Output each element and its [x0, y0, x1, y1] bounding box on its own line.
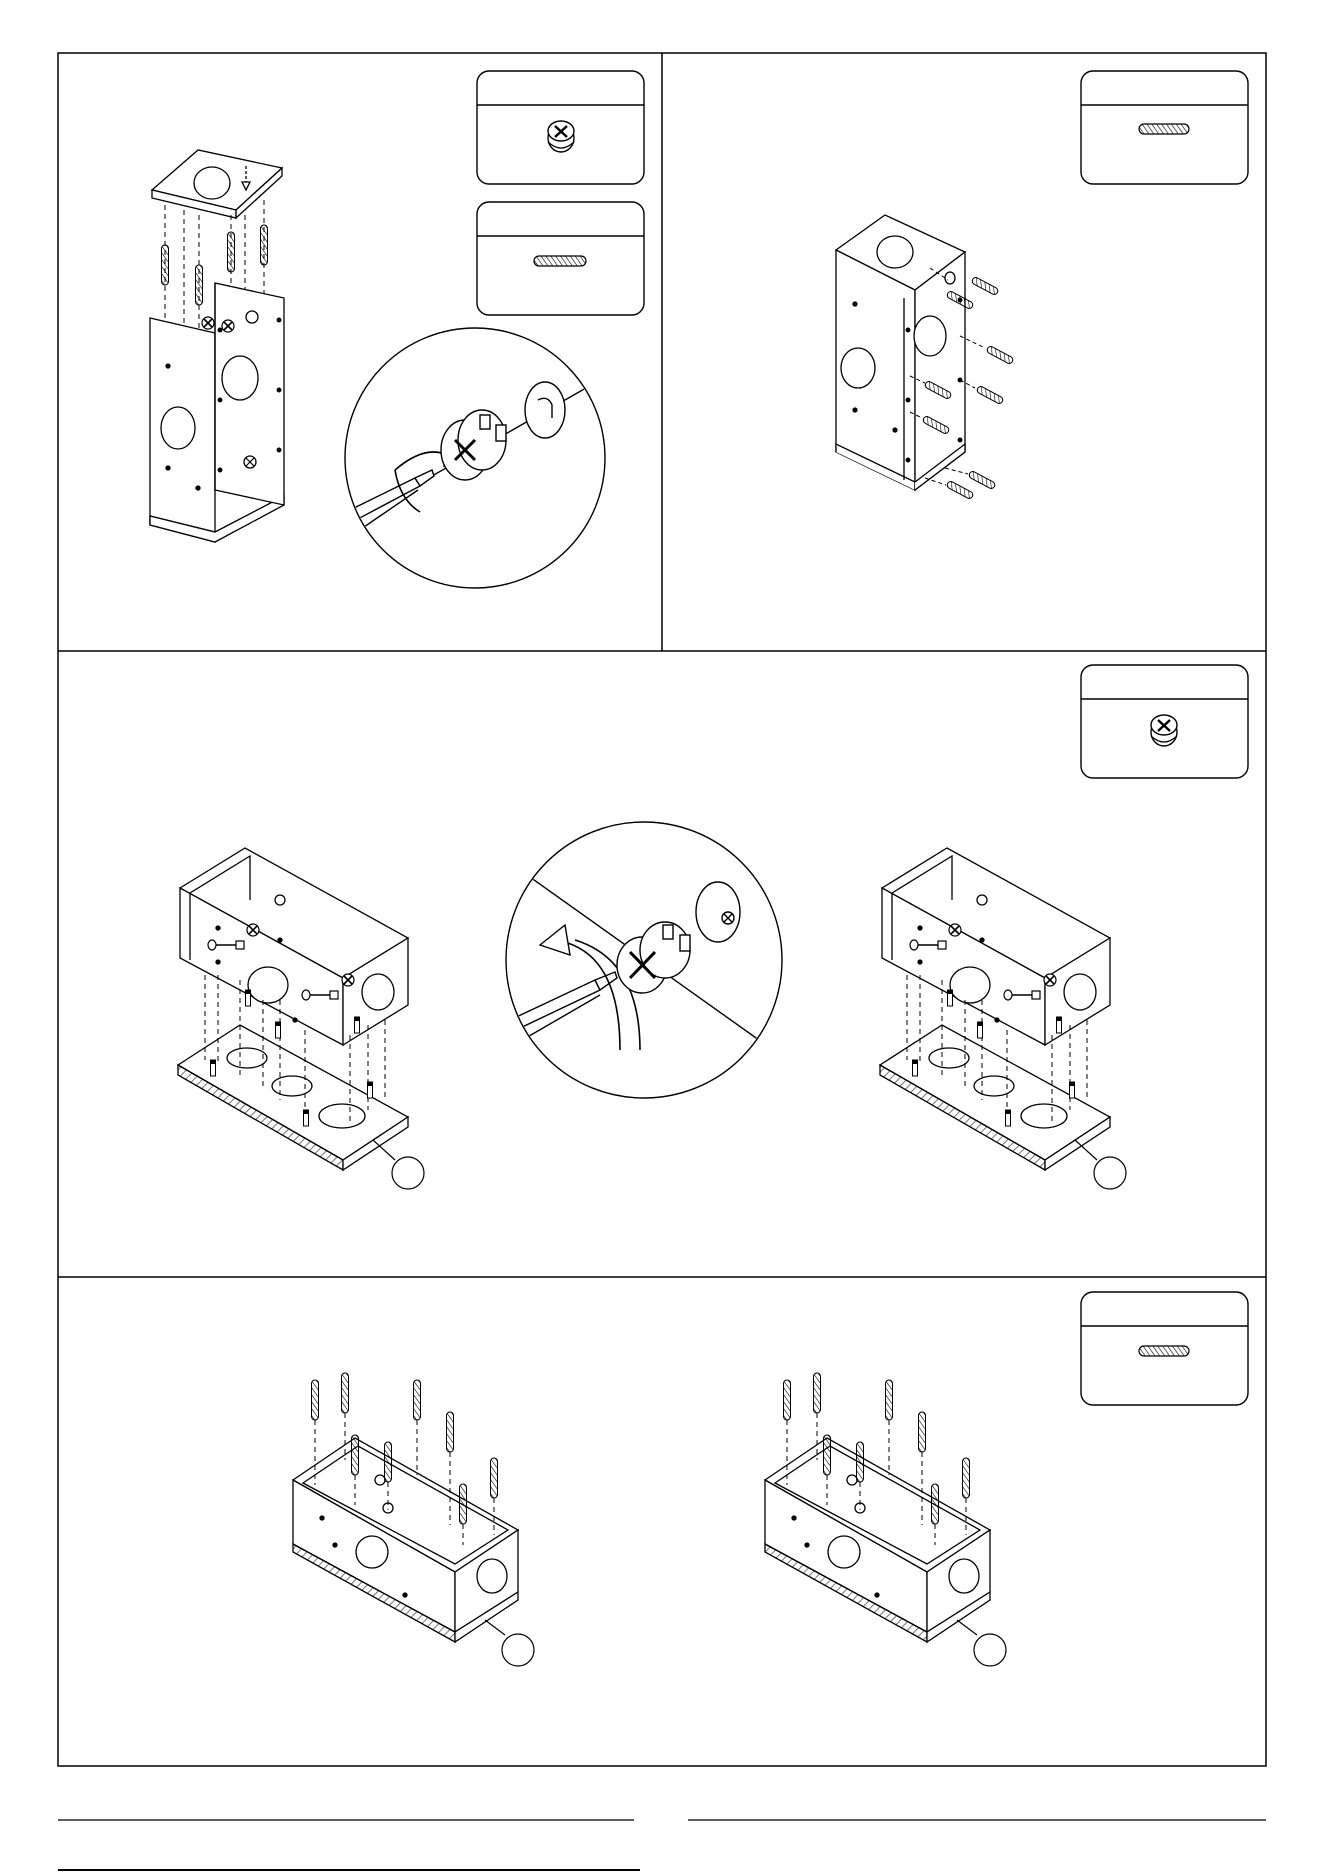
top-panel: [152, 150, 282, 218]
cam-lock-icon-3: [1151, 715, 1177, 746]
step-3-panel: [178, 665, 1248, 1189]
wooden-dowel-icon-4: [1139, 1346, 1189, 1356]
step-3-assembly-right: [880, 848, 1126, 1189]
left-side-panel: [150, 318, 215, 542]
hardware-box-wooden-dowel: [477, 202, 644, 315]
footer-lines: [58, 1820, 1266, 1870]
hardware-box-wooden-dowel-2: [1081, 71, 1248, 184]
step-4-box-left: [293, 1373, 534, 1666]
step-4-panel: [293, 1292, 1248, 1666]
hardware-box-wooden-dowel-4: [1081, 1292, 1248, 1405]
part-callout-right-4: [957, 1620, 1006, 1666]
hardware-box-cam-lock-3: [1081, 665, 1248, 778]
step-2-panel: [836, 71, 1248, 500]
part-callout-left-4: [485, 1620, 534, 1666]
right-side-panel: [215, 283, 284, 505]
part-callout-right: [1075, 1140, 1126, 1189]
detail-circle-cam-lock: [345, 328, 605, 588]
wooden-dowel-icon: [534, 256, 586, 266]
hardware-box-cam-lock: [477, 71, 644, 184]
step-4-box-right: [765, 1373, 1006, 1666]
step-3-assembly-left: [178, 848, 424, 1189]
part-callout-left: [373, 1140, 424, 1189]
detail-circle-cam-lock-3: [505, 822, 782, 1098]
step-1-panel: [150, 71, 644, 588]
wooden-dowel-icon-2: [1139, 124, 1189, 134]
tall-cabinet: [836, 215, 965, 490]
cam-lock-icon: [548, 121, 574, 152]
